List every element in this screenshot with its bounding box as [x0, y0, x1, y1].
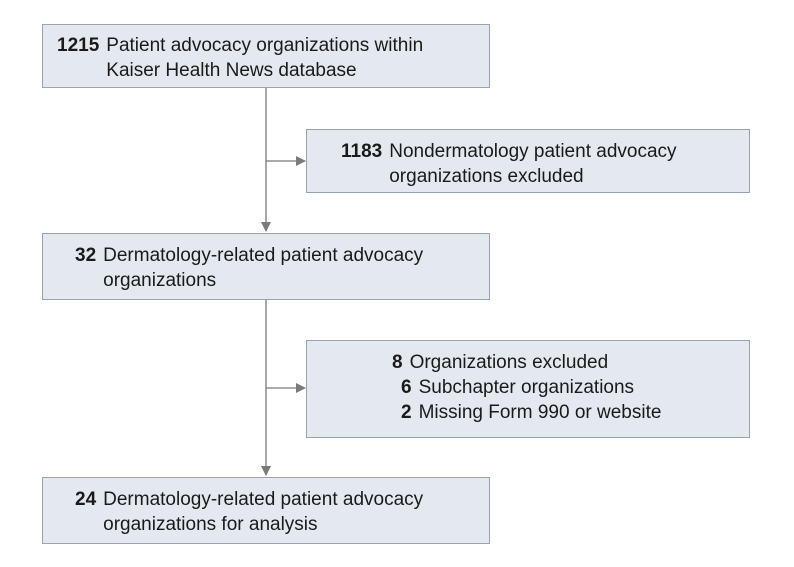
box-nondermatology-excluded: 1183 Nondermatology patient advocacy org… [306, 129, 750, 193]
box-total-count: 1215 [57, 35, 100, 56]
box-nondermatology-count: 1183 [341, 141, 383, 162]
excluded-item-text: Missing Form 990 or website [418, 402, 662, 423]
excluded-item-count: 6 [401, 377, 412, 398]
excluded-item-count: 2 [401, 402, 412, 423]
box-analysis-count: 24 [75, 489, 97, 510]
box-analysis-text: Dermatology-related patient advocacy org… [103, 489, 424, 535]
box-organizations-for-analysis: 24 Dermatology-related patient advocacy … [42, 477, 490, 544]
excluded-item-text: Subchapter organizations [418, 377, 635, 398]
box-nondermatology-text: Nondermatology patient advocacy organiza… [389, 141, 677, 187]
box-total-text: Patient advocacy organizations within Ka… [106, 35, 424, 81]
box-dermatology-text: Dermatology-related patient advocacy org… [103, 245, 424, 291]
box-organizations-excluded: 8 Organizations excluded 6 Subchapter or… [306, 340, 750, 438]
box-excluded-count: 8 [392, 352, 403, 373]
box-total-organizations: 1215 Patient advocacy organizations with… [42, 24, 490, 88]
box-excluded-text: Organizations excluded [409, 352, 609, 373]
box-dermatology-related: 32 Dermatology-related patient advocacy … [42, 233, 490, 300]
box-dermatology-count: 32 [75, 245, 97, 266]
